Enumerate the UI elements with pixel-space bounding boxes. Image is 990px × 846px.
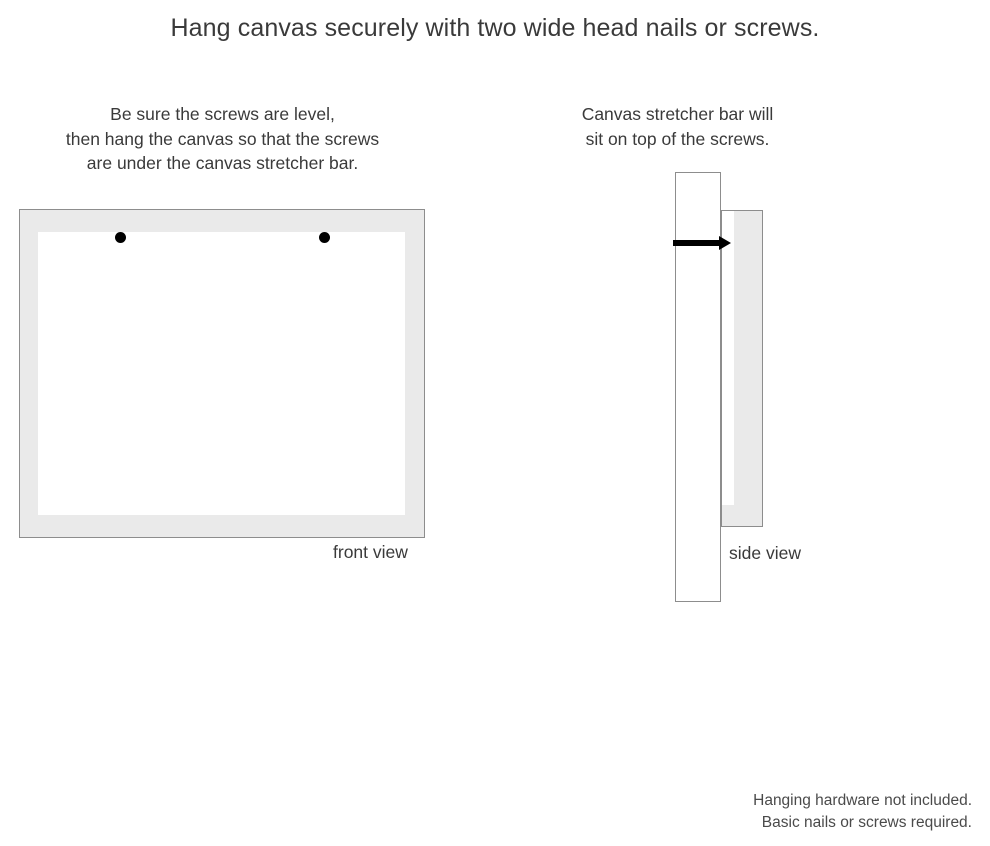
footer-line-2: Basic nails or screws required. [761, 814, 972, 831]
screw-head-left-icon [115, 232, 126, 243]
front-view-caption-line-1: Be sure the screws are level, [110, 104, 335, 124]
footer-note: Hanging hardware not included. Basic nai… [753, 790, 972, 834]
front-view-diagram [19, 209, 425, 538]
side-view-caption: Canvas stretcher bar will sit on top of … [545, 102, 810, 151]
nail-shaft [673, 240, 721, 246]
nail-head [719, 236, 731, 250]
front-view-caption: Be sure the screws are level, then hang … [10, 102, 435, 176]
side-view-diagram [673, 172, 765, 603]
front-view-caption-line-3: are under the canvas stretcher bar. [86, 153, 359, 173]
side-view-caption-line-2: sit on top of the screws. [585, 128, 770, 149]
canvas-face-inner [38, 232, 405, 515]
nail-icon [673, 236, 733, 252]
front-view-label: front view [333, 542, 408, 562]
page-title: Hang canvas securely with two wide head … [170, 14, 820, 42]
footer-line-1: Hanging hardware not included. [753, 792, 972, 809]
screw-head-right-icon [319, 232, 330, 243]
side-view-caption-line-1: Canvas stretcher bar will [581, 104, 774, 124]
front-view-caption-line-2: then hang the canvas so that the screws [65, 128, 380, 149]
side-view-label: side view [729, 543, 801, 563]
stretcher-bar-strip [722, 211, 734, 505]
